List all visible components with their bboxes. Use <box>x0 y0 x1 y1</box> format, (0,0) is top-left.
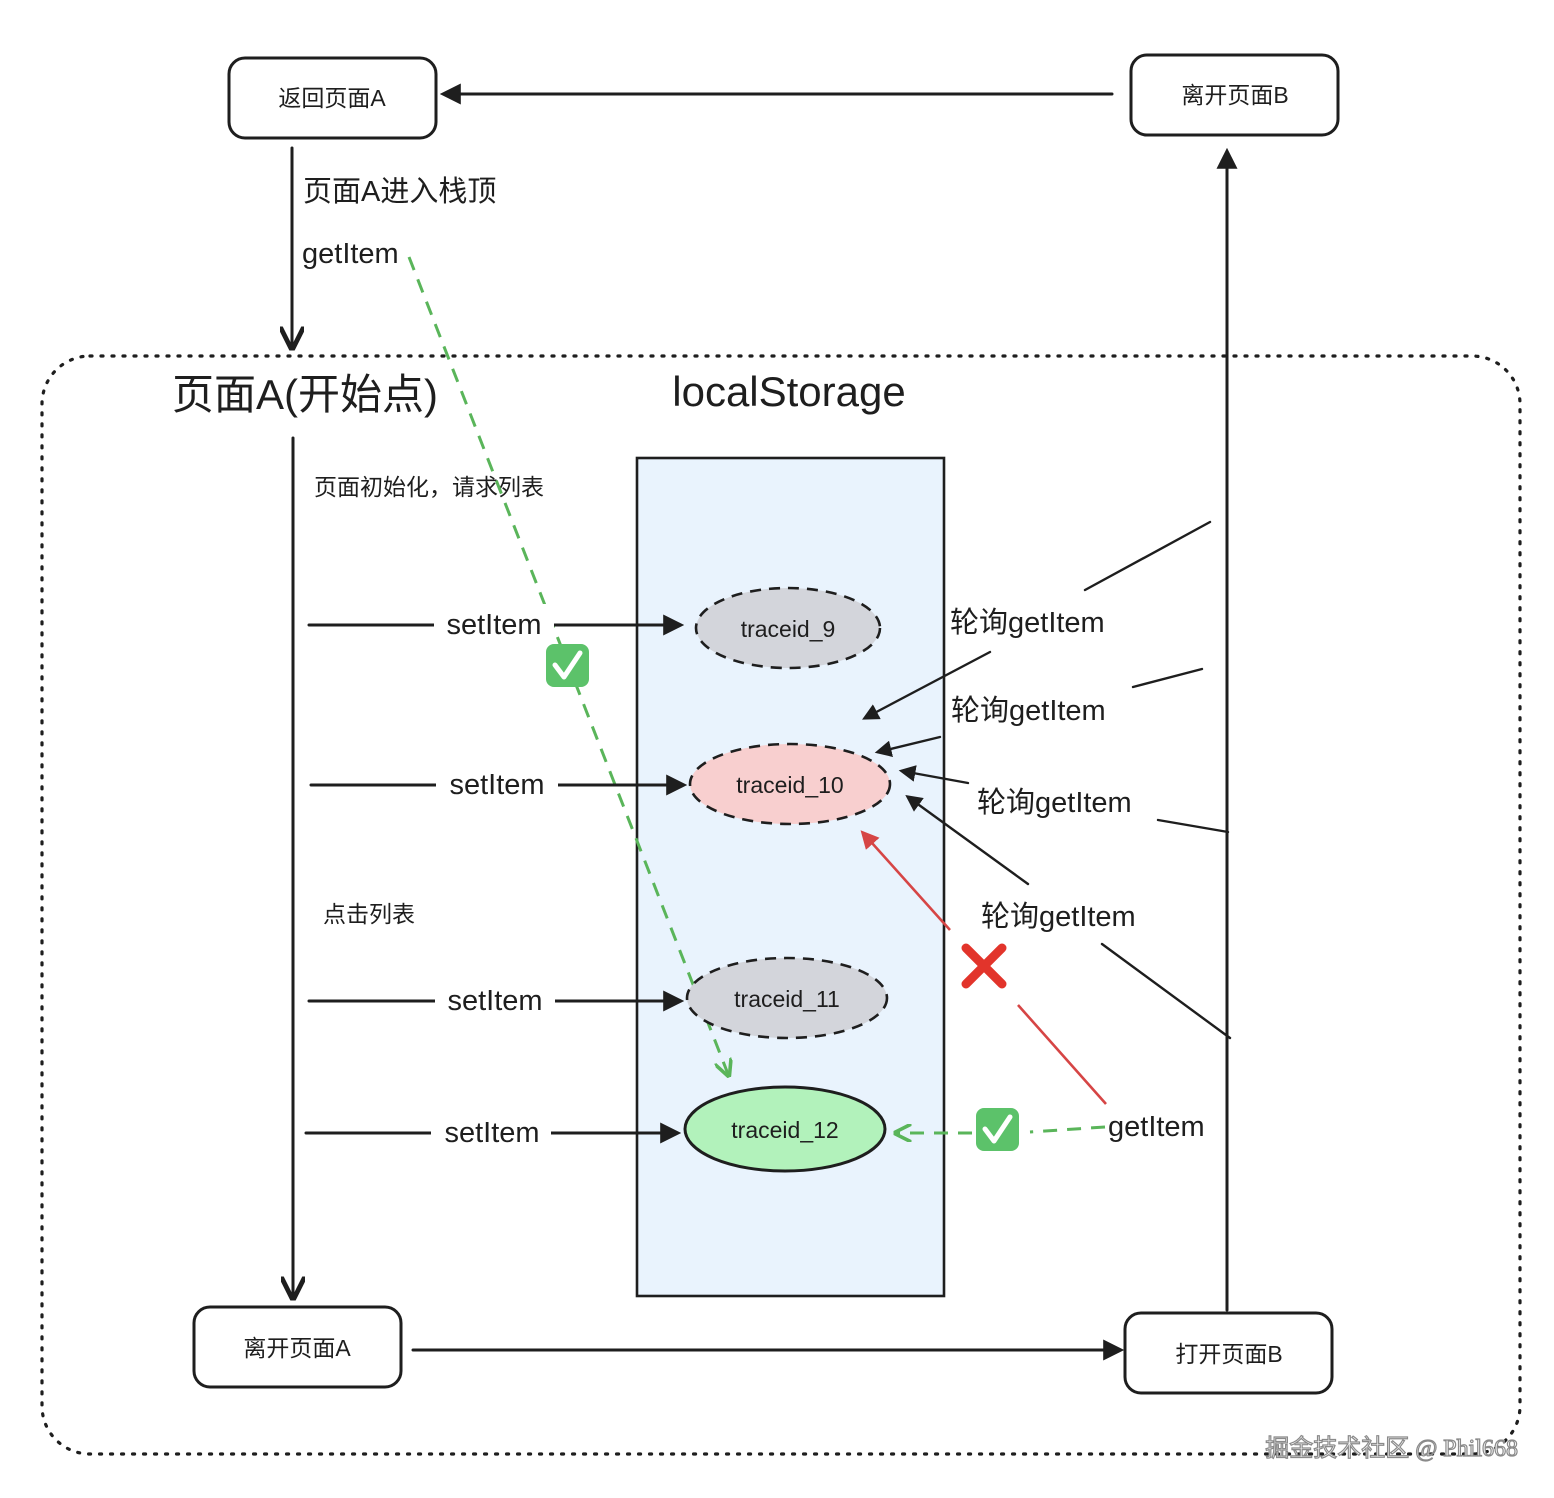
trace-12-label: traceid_12 <box>731 1117 838 1143</box>
trace-11-label: traceid_11 <box>734 986 840 1012</box>
setitem-label-2: setItem <box>449 769 544 801</box>
check-mark-icon <box>976 1108 1019 1151</box>
leave-page-b-label: 离开页面B <box>1181 82 1288 108</box>
getitem-bottom-to-trace12-path <box>897 1127 1106 1133</box>
setitem-label-3: setItem <box>447 985 542 1017</box>
cross-mark-icon <box>961 943 1007 989</box>
watermark: 掘金技术社区 @ Phil668 <box>1265 1435 1518 1462</box>
poll-arrow-2 <box>878 667 1204 752</box>
poll-arrow-3 <box>902 771 1230 834</box>
init-request-label: 页面初始化，请求列表 <box>314 474 544 500</box>
getitem-bottom-label: getItem <box>1108 1111 1205 1143</box>
failed-getitem-arrow <box>863 833 1107 1105</box>
poll-arrow-4 <box>908 797 1232 1040</box>
page-a-enter-top-label: 页面A进入栈顶 <box>303 175 496 208</box>
page-a-container <box>40 354 1522 1456</box>
poll-label-4: 轮询getItem <box>981 900 1136 933</box>
poll-arrow-1 <box>865 520 1212 718</box>
page-a-start-title: 页面A(开始点) <box>172 371 438 418</box>
check-mark-icon <box>546 644 589 687</box>
trace-11-node[interactable] <box>685 956 889 1040</box>
open-page-b-label: 打开页面B <box>1175 1341 1282 1367</box>
leave-page-b-box[interactable] <box>1129 53 1340 137</box>
leave-page-a-label: 离开页面A <box>243 1335 351 1361</box>
getitem-top-label: getItem <box>302 238 399 270</box>
return-page-a-label: 返回页面A <box>278 85 386 111</box>
localstorage-title: localStorage <box>672 368 905 415</box>
return-page-a-box[interactable] <box>227 56 438 140</box>
poll-label-2: 轮询getItem <box>951 694 1106 727</box>
setitem-label-1: setItem <box>446 609 541 641</box>
click-list-label: 点击列表 <box>323 901 415 927</box>
leave-page-a-box[interactable] <box>192 1305 403 1389</box>
poll-label-1: 轮询getItem <box>950 606 1105 639</box>
trace-10-label: traceid_10 <box>736 772 843 798</box>
setitem-label-4: setItem <box>444 1117 539 1149</box>
trace-9-label: traceid_9 <box>741 616 836 642</box>
trace-9-node[interactable] <box>694 586 882 670</box>
open-page-b-box[interactable] <box>1123 1311 1334 1395</box>
poll-label-3: 轮询getItem <box>977 786 1132 819</box>
